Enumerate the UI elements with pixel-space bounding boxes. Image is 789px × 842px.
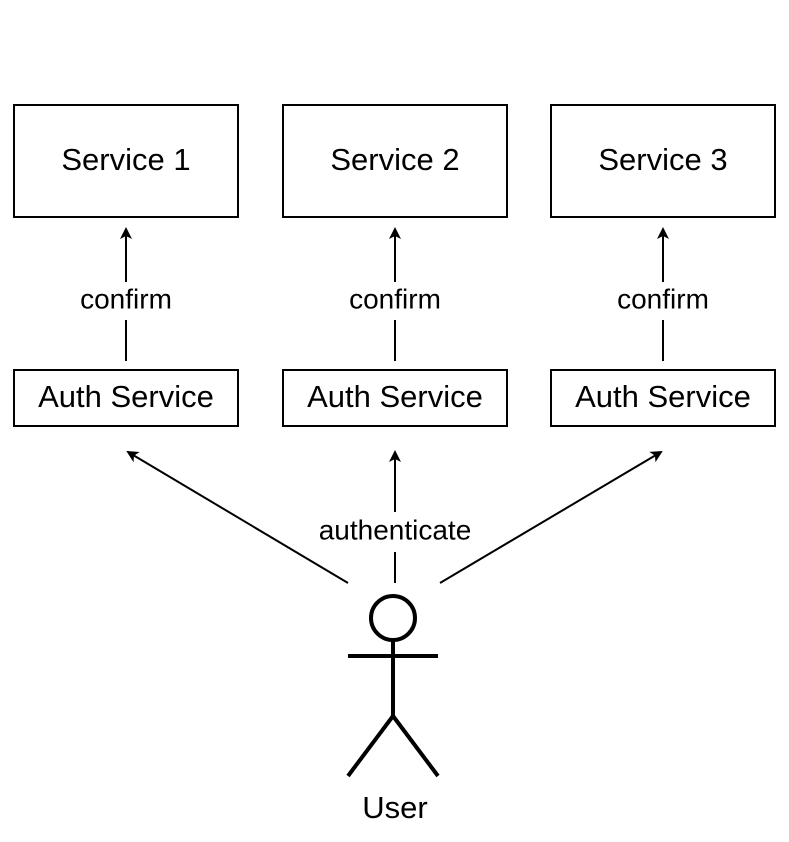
confirm-label-2: confirm	[349, 283, 441, 314]
service-label-3: Service 3	[598, 142, 727, 177]
auth-service-label-3: Auth Service	[575, 379, 751, 414]
confirm-edge-2: confirm	[349, 227, 441, 361]
auth-service-label-2: Auth Service	[307, 379, 483, 414]
service-node-2: Service 2	[282, 104, 508, 218]
authenticate-arrow-left	[126, 450, 349, 584]
service-label-2: Service 2	[330, 142, 459, 177]
auth-service-box-3	[550, 369, 776, 427]
confirm-label-1: confirm	[80, 283, 172, 314]
user-label: User	[362, 790, 427, 825]
auth-service-label-1: Auth Service	[38, 379, 214, 414]
service-box-1	[13, 104, 239, 218]
service-node-3: Service 3	[550, 104, 776, 218]
confirm-label-3: confirm	[617, 283, 709, 314]
authenticate-edges: authenticate	[126, 450, 663, 584]
authenticate-label: authenticate	[319, 514, 472, 545]
service-box-2	[282, 104, 508, 218]
user-actor: User	[346, 594, 440, 825]
authenticate-arrow-right	[439, 450, 663, 584]
auth-service-box-1	[13, 369, 239, 427]
auth-service-box-2	[282, 369, 508, 427]
actor-left-leg	[346, 714, 395, 778]
auth-service-node-3: Auth Service	[550, 369, 776, 427]
actor-head-icon	[369, 594, 417, 642]
auth-service-node-2: Auth Service	[282, 369, 508, 427]
service-node-1: Service 1	[13, 104, 239, 218]
service-box-3	[550, 104, 776, 218]
actor-right-leg	[391, 714, 440, 778]
service-label-1: Service 1	[61, 142, 190, 177]
confirm-edge-1: confirm	[80, 227, 172, 361]
confirm-edge-3: confirm	[617, 227, 709, 361]
auth-service-node-1: Auth Service	[13, 369, 239, 427]
